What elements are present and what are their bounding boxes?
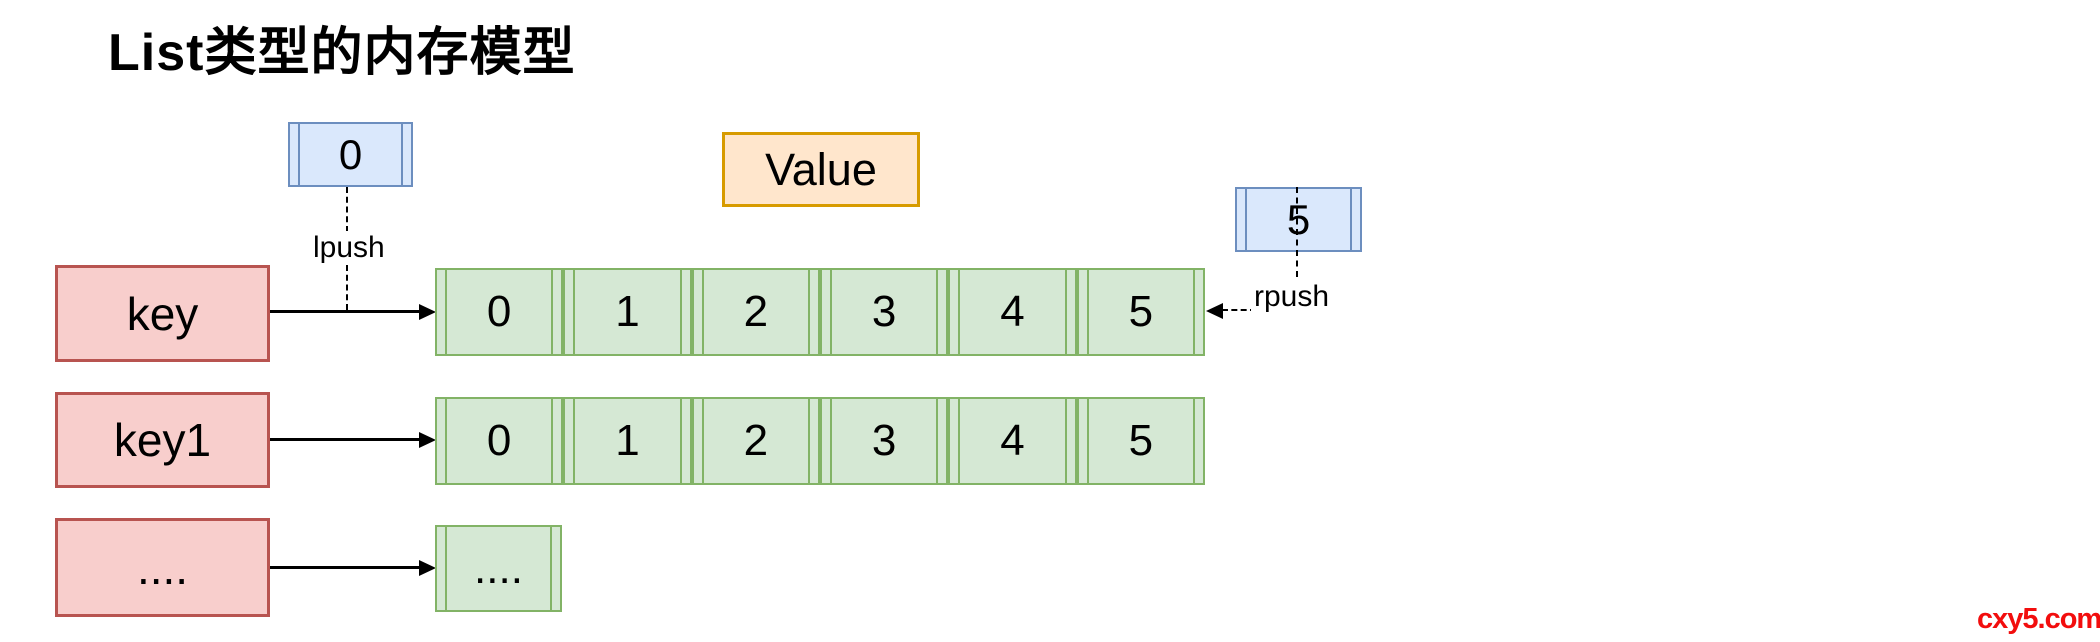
list-row-ellipsis: .... <box>435 525 562 612</box>
cell-value: 4 <box>1000 287 1025 336</box>
list-cell: 3 <box>819 397 949 485</box>
value-box: Value <box>722 132 920 207</box>
ellipsis-key-box: .... <box>55 518 270 617</box>
list-cell: 2 <box>691 268 820 356</box>
cell-value: 4 <box>1000 416 1025 465</box>
lpush-value-node: 0 <box>288 122 413 187</box>
cell-value: 2 <box>743 287 769 336</box>
rpush-value-node: 5 <box>1235 187 1362 252</box>
arrow-key1-to-list-line <box>270 438 421 441</box>
cell-value: .... <box>474 543 523 593</box>
cell-value: 1 <box>615 416 640 465</box>
key1-box: key1 <box>55 392 270 488</box>
arrow-key-to-list-line <box>270 310 421 313</box>
rpush-value: 5 <box>1286 195 1311 243</box>
list-cell: .... <box>435 525 562 612</box>
cell-value: 0 <box>486 287 512 336</box>
key-box-label: key <box>126 287 199 340</box>
value-box-label: Value <box>765 143 877 195</box>
cell-value: 3 <box>871 287 897 336</box>
cell-value: 0 <box>486 416 512 465</box>
cell-value: 2 <box>743 416 769 465</box>
cell-value: 1 <box>615 287 640 336</box>
arrow-ellipsis-to-list-head-icon <box>419 560 436 576</box>
lpush-label: lpush <box>310 231 388 265</box>
diagram-title: List类型的内存模型 <box>108 24 576 82</box>
rpush-dashed-line <box>1296 187 1298 277</box>
rpush-dashed-arrow-line <box>1222 309 1256 311</box>
watermark: cxy5.com <box>1977 603 2100 635</box>
arrow-key1-to-list-head-icon <box>419 432 436 448</box>
list-cell: 2 <box>691 397 820 485</box>
key-box: key <box>55 265 270 362</box>
rpush-arrowhead-icon <box>1206 303 1223 319</box>
arrow-key-to-list-head-icon <box>419 304 436 320</box>
list-row-key: 0 1 2 3 4 5 <box>435 268 1205 356</box>
list-cell: 0 <box>435 268 564 356</box>
list-cell: 5 <box>1076 397 1205 485</box>
lpush-value: 0 <box>338 130 363 178</box>
list-row-key1: 0 1 2 3 4 5 <box>435 397 1205 485</box>
arrow-ellipsis-to-list-line <box>270 566 421 569</box>
cell-value: 3 <box>871 416 897 465</box>
list-cell: 1 <box>563 268 692 356</box>
cell-value: 5 <box>1128 416 1154 465</box>
list-cell: 4 <box>948 397 1077 485</box>
rpush-label: rpush <box>1251 280 1333 314</box>
cell-value: 5 <box>1128 287 1154 336</box>
list-cell: 1 <box>563 397 692 485</box>
list-cell: 3 <box>819 268 949 356</box>
list-cell: 0 <box>435 397 564 485</box>
list-cell: 5 <box>1076 268 1205 356</box>
list-cell: 4 <box>948 268 1077 356</box>
key1-box-label: key1 <box>113 414 212 466</box>
ellipsis-key-label: .... <box>136 541 189 594</box>
